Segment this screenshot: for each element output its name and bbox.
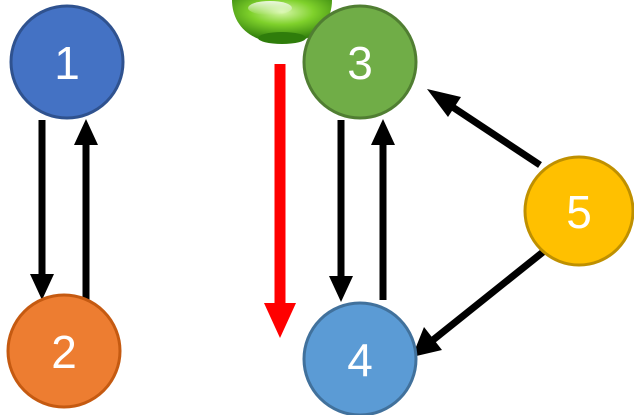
green-cursor-orb-icon (232, 0, 332, 44)
edge-5-to-4 (412, 249, 546, 357)
edge-2-to-1 (74, 119, 98, 300)
node-3: 3 (302, 4, 418, 120)
red-down-arrow (264, 64, 296, 338)
node-5: 5 (523, 155, 634, 267)
node-4-label: 4 (347, 334, 373, 386)
node-1-label: 1 (54, 37, 80, 89)
node-5-label: 5 (566, 186, 592, 238)
node-2: 2 (6, 293, 122, 409)
edge-5-to-3 (427, 89, 542, 168)
edge-3-to-4 (329, 120, 353, 302)
node-4: 4 (302, 301, 418, 415)
edge-4-to-3 (371, 119, 395, 300)
node-3-label: 3 (347, 37, 373, 89)
edge-1-to-2 (30, 120, 54, 300)
node-1: 1 (9, 4, 125, 120)
node-2-label: 2 (51, 326, 77, 378)
